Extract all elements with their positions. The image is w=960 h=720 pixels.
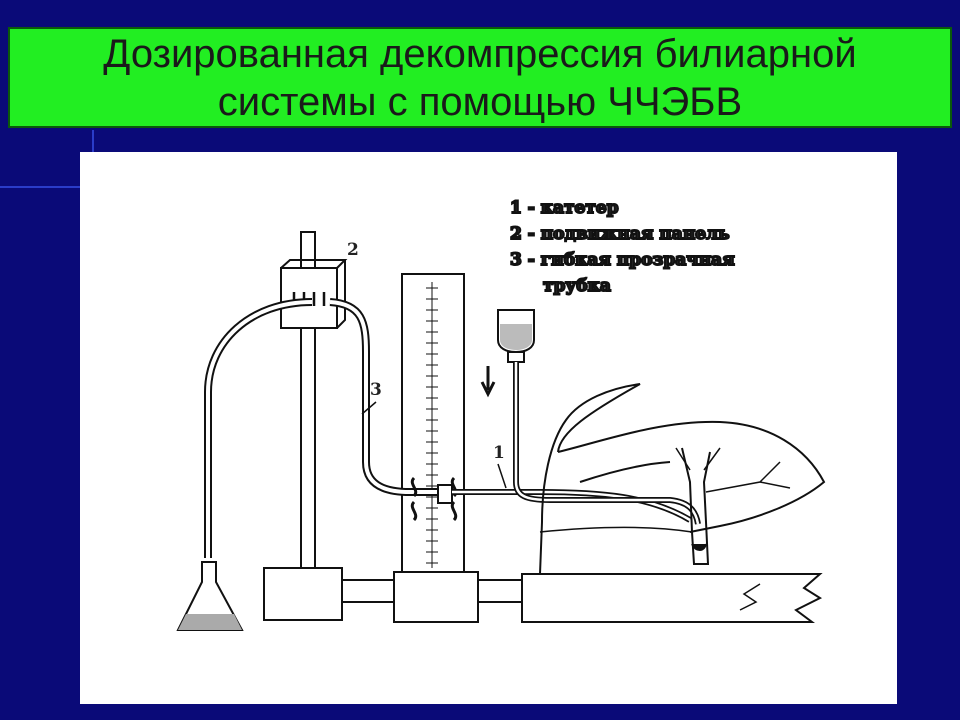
catheter-outer (452, 489, 692, 523)
label-catheter: 1 (493, 443, 505, 463)
background-rule-vertical (92, 130, 94, 154)
movable-panel-depth (280, 259, 348, 329)
slide-title: Дозированная декомпрессия билиарной сист… (8, 27, 952, 128)
body-base (521, 573, 823, 623)
diagram-panel: 1 - катетер 2 - подвижная панель 3 - гиб… (80, 152, 897, 704)
legend-item-3: 3 - гибкая прозрачная (510, 250, 735, 270)
bile-duct (681, 447, 711, 565)
bottle-liquid (500, 324, 532, 350)
label-tube: 3 (370, 380, 382, 400)
connector (437, 484, 453, 504)
legend-item-3-cont: трубка (543, 276, 611, 296)
legend-item-2: 2 - подвижная панель (510, 224, 730, 244)
flask-liquid (178, 614, 242, 630)
bottle-cap (507, 351, 525, 363)
legend-item-1: 1 - катетер (510, 198, 619, 218)
infusion-line-inner (514, 362, 700, 525)
bile-branches (675, 447, 791, 493)
torso-outline (539, 383, 641, 575)
title-line-2: системы с помощью ЧЧЭБВ (217, 79, 743, 124)
background-rule-horizontal (0, 186, 80, 188)
drain-tube-inner (206, 300, 313, 558)
scale-ticks (426, 287, 438, 564)
catheter-pointer (497, 463, 507, 489)
biliary-decompression-diagram: 1 - катетер 2 - подвижная панель 3 - гиб… (176, 197, 826, 631)
base-connector (342, 579, 522, 603)
left-base-block (263, 567, 343, 621)
transparent-tube-inner (329, 300, 442, 494)
clamp-left (410, 476, 418, 522)
title-line-1: Дозированная декомпрессия билиарной (103, 31, 857, 76)
liver-outline (557, 420, 826, 533)
internal-edge (539, 526, 693, 533)
scale-column (401, 273, 465, 573)
tube-pointer (361, 401, 377, 415)
movable-panel (280, 267, 338, 329)
gallbladder-tip (691, 543, 707, 551)
base-tear-mark (739, 583, 761, 611)
down-arrow-icon (480, 366, 496, 398)
label-panel: 2 (347, 240, 359, 260)
catheter-inner (452, 490, 691, 522)
liver-edge (579, 461, 671, 483)
center-base-block (393, 571, 479, 623)
